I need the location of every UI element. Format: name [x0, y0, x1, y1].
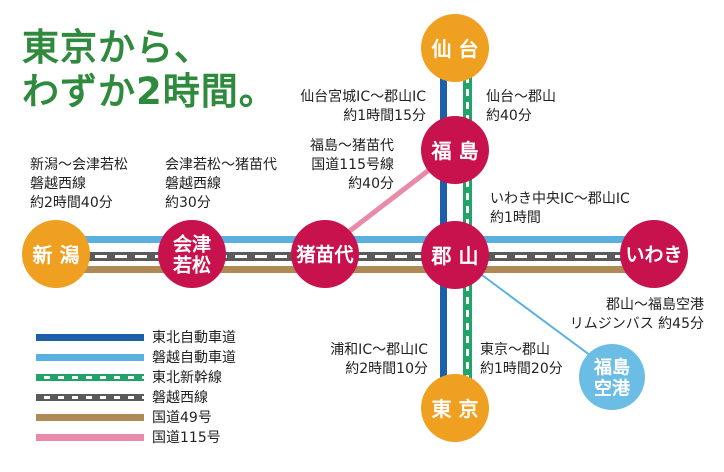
- sendai-koriyama-car-label: 仙台宮城IC～郡山IC 約1時間15分: [300, 89, 426, 124]
- niigata-aizu-label: 新潟～会津若松 磐越西線 約2時間40分: [30, 157, 128, 211]
- koriyama-label: 郡 山: [431, 244, 479, 268]
- legend-swatch: [36, 414, 144, 421]
- iwaki-station-marker: [620, 220, 688, 288]
- tokyo-koriyama-label: 東京～郡山 約1時間20分: [480, 342, 563, 377]
- legend-label: 東北自動車道: [152, 330, 236, 346]
- fukushima-inawashiro-label: 福島～猪苗代 国道115号線 約40分: [310, 138, 394, 192]
- sendai-koriyama-train-label: 仙台～郡山 約40分: [486, 89, 556, 124]
- legend-swatch: [36, 334, 144, 341]
- headline: 東京から、 わずか2時間。: [22, 26, 277, 114]
- headline-line1: 東京から、: [22, 26, 212, 69]
- iwaki-koriyama-label: いわき中央IC～郡山IC 約1時間: [490, 191, 630, 226]
- legend-swatch: [36, 434, 144, 441]
- legend-swatch: [36, 394, 144, 401]
- iwaki-label: いわき: [625, 244, 682, 266]
- fukushima-station-marker: [421, 116, 489, 184]
- aizuwakamatsu-station-marker: [158, 220, 226, 288]
- legend-label: 東北新幹線: [152, 370, 222, 386]
- legend-label: 国道115号: [152, 430, 221, 446]
- aizu-inawashiro-label: 会津若松～猪苗代 磐越西線 約30分: [165, 157, 277, 211]
- fukushima-airport-label: 福島空港: [593, 357, 631, 400]
- niigata-label: 新 潟: [33, 243, 80, 267]
- headline-line2: わずか2時間。: [22, 70, 277, 113]
- fukushima-airport-marker: [579, 344, 645, 410]
- koriyama-station-marker: [421, 221, 489, 289]
- tokyo-label: 東 京: [432, 397, 479, 421]
- koriyama-airport-label: 郡山～福島空港 リムジンバス 約45分: [569, 297, 704, 332]
- legend-label: 磐越自動車道: [152, 350, 236, 366]
- tokyo-station-marker: [421, 374, 489, 442]
- urawa-koriyama-label: 浦和IC～郡山IC 約2時間10分: [330, 342, 428, 377]
- legend-label: 磐越西線: [152, 390, 208, 406]
- legend-swatch: [36, 354, 144, 361]
- legend-swatch: [36, 374, 144, 381]
- inawashiro-label: 猪苗代: [295, 244, 353, 266]
- legend-label: 国道49号: [152, 410, 212, 426]
- fukushima-label: 福 島: [431, 139, 479, 163]
- inawashiro-station-marker: [291, 220, 359, 288]
- niigata-station-marker: [22, 220, 90, 288]
- aizuwakamatsu-label: 会津若松: [173, 233, 211, 277]
- sendai-label: 仙 台: [432, 37, 479, 61]
- sendai-station-marker: [421, 14, 489, 82]
